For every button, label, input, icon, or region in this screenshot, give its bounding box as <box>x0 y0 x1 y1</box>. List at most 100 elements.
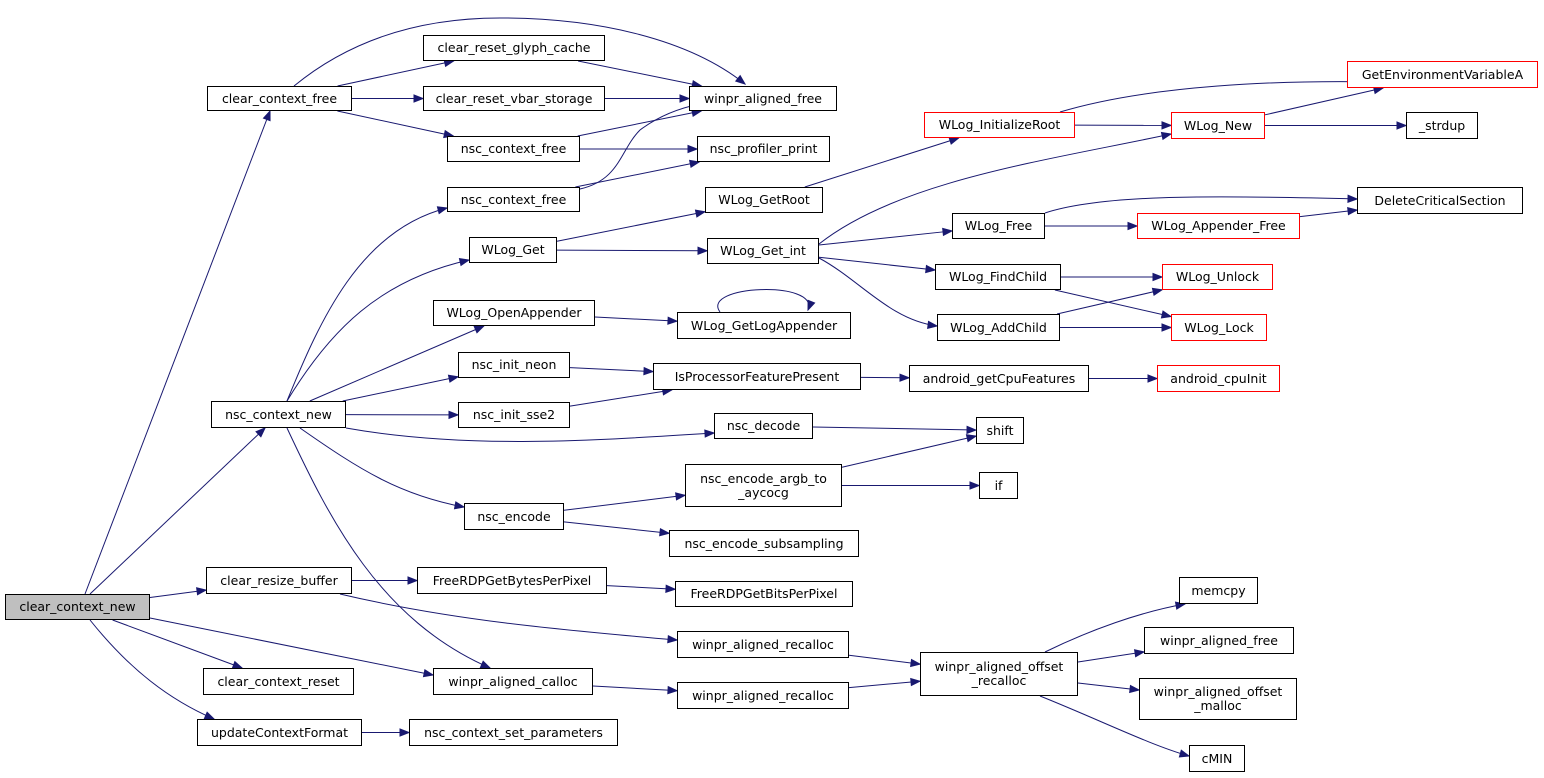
node-android-cpuinit[interactable]: android_cpuInit <box>1157 365 1280 392</box>
node-wlog-addchild[interactable]: WLog_AddChild <box>937 314 1060 341</box>
edge-arrowhead <box>473 325 486 334</box>
node-freerdpgetbytesperpixel[interactable]: FreeRDPGetBytesPerPixel <box>417 567 607 594</box>
node-shift[interactable]: shift <box>976 417 1024 444</box>
edge-arrowhead <box>436 206 449 215</box>
node-nsc-context-new[interactable]: nsc_context_new <box>211 401 346 428</box>
node-wlog-openappender[interactable]: WLog_OpenAppender <box>433 300 595 326</box>
edge-wlog-getroot-to-wlog-initializeroot <box>804 137 959 188</box>
edge-arrowhead <box>196 587 208 596</box>
edge-arrowhead <box>448 410 460 420</box>
edge-wlog-free-to-deletecriticalsection <box>1044 196 1358 214</box>
edge-arrowhead <box>925 264 937 274</box>
edge-nsc-encode-argb-to-aycocg-to-shift <box>841 435 977 468</box>
edge-arrowhead <box>1147 374 1159 383</box>
node-clear-context-reset[interactable]: clear_context_reset <box>203 668 354 695</box>
edge-nsc-context-free-b-to-nsc-profiler-print <box>575 161 700 188</box>
node-android-getcpufeatures[interactable]: android_getCpuFeatures <box>909 365 1089 392</box>
edge-wlog-get-int-to-wlog-new <box>818 133 1172 245</box>
node-nsc-context-free-a[interactable]: nsc_context_free <box>447 136 580 162</box>
node-clear-context-free[interactable]: clear_context_free <box>207 86 352 111</box>
edge-arrowhead <box>1161 323 1173 332</box>
edge-wlog-new-to-getenvironmentvariablea <box>1264 87 1384 116</box>
edge-arrowhead <box>1178 749 1191 758</box>
node-nsc-encode-subsampling[interactable]: nsc_encode_subsampling <box>669 530 859 557</box>
node-if[interactable]: if <box>979 472 1018 499</box>
edge-arrowhead <box>407 576 419 585</box>
node-nsc-encode[interactable]: nsc_encode <box>464 503 564 530</box>
node--strdup[interactable]: _strdup <box>1406 112 1478 139</box>
node-winpr-aligned-recalloc-a[interactable]: winpr_aligned_recalloc <box>677 631 849 658</box>
edge-wlog-get-int-to-wlog-findchild <box>818 256 936 271</box>
node-isprocessorfeaturepresent[interactable]: IsProcessorFeaturePresent <box>653 363 861 390</box>
node-nsc-encode-argb-to-aycocg[interactable]: nsc_encode_argb_to _aycocg <box>685 464 842 507</box>
edge-arrowhead <box>969 481 981 490</box>
node-winpr-aligned-offset-malloc[interactable]: winpr_aligned_offset _malloc <box>1139 678 1297 720</box>
edge-arrowhead <box>1160 310 1173 319</box>
node-wlog-get[interactable]: WLog_Get <box>469 237 557 263</box>
edge-arrowhead <box>942 227 954 237</box>
edge-nsc-init-sse2-to-isprocessorfeaturepresent <box>569 389 672 407</box>
node-winpr-aligned-recalloc-b[interactable]: winpr_aligned_recalloc <box>677 682 849 709</box>
node-freerdpgetbitsperpixel[interactable]: FreeRDPGetBitsPerPixel <box>675 581 853 607</box>
node-memcpy[interactable]: memcpy <box>1179 577 1258 604</box>
node-wlog-unlock[interactable]: WLog_Unlock <box>1162 264 1273 290</box>
node-winpr-aligned-free-b[interactable]: winpr_aligned_free <box>1144 627 1294 654</box>
node-clear-resize-buffer[interactable]: clear_resize_buffer <box>206 567 352 594</box>
edge-wlog-openappender-to-wlog-getlogappender <box>594 316 678 322</box>
edge-clear-context-free-to-nsc-context-free-a <box>337 110 454 137</box>
node-wlog-lock[interactable]: WLog_Lock <box>1171 314 1267 341</box>
node-wlog-initializeroot[interactable]: WLog_InitializeRoot <box>924 112 1075 138</box>
node-clear-context-new[interactable]: clear_context_new <box>5 594 150 620</box>
edge-arrowhead <box>667 685 679 695</box>
node-nsc-profiler-print[interactable]: nsc_profiler_print <box>697 136 830 162</box>
edge-winpr-aligned-offset-recalloc-to-winpr-aligned-free-b <box>1077 651 1145 663</box>
node-cmin[interactable]: cMIN <box>1189 745 1245 772</box>
edge-winpr-aligned-recalloc-b-to-winpr-aligned-offset-recalloc <box>848 680 921 689</box>
edge-arrowhead <box>1152 272 1164 282</box>
edge-arrowhead <box>807 299 816 312</box>
node-wlog-new[interactable]: WLog_New <box>1171 112 1265 139</box>
edge-nsc-context-new-to-wlog-openappender <box>309 325 485 402</box>
edge-arrowhead <box>413 94 425 103</box>
node-nsc-context-free-b[interactable]: nsc_context_free <box>447 187 580 212</box>
edge-arrowhead <box>479 660 492 669</box>
node-nsc-init-sse2[interactable]: nsc_init_sse2 <box>458 402 570 428</box>
node-winpr-aligned-free-a[interactable]: winpr_aligned_free <box>689 86 837 111</box>
node-getenvironmentvariablea[interactable]: GetEnvironmentVariableA <box>1347 61 1538 88</box>
node-clear-reset-glyph-cache[interactable]: clear_reset_glyph_cache <box>423 35 605 61</box>
edge-arrowhead <box>948 136 960 145</box>
node-deletecriticalsection[interactable]: DeleteCriticalSection <box>1357 187 1523 214</box>
node-wlog-getroot[interactable]: WLog_GetRoot <box>705 187 823 213</box>
edge-arrowhead <box>1161 121 1173 130</box>
node-winpr-aligned-offset-recalloc[interactable]: winpr_aligned_offset _recalloc <box>920 652 1078 696</box>
edge-wlog-get-to-wlog-getroot <box>556 211 706 242</box>
node-clear-reset-vbar-storage[interactable]: clear_reset_vbar_storage <box>423 86 605 111</box>
edge-arrowhead <box>1396 121 1408 130</box>
edge-arrowhead <box>1133 649 1146 658</box>
node-wlog-get-int[interactable]: WLog_Get_int <box>707 238 819 264</box>
node-wlog-findchild[interactable]: WLog_FindChild <box>935 264 1061 290</box>
node-nsc-init-neon[interactable]: nsc_init_neon <box>458 352 570 378</box>
edge-clear-reset-glyph-cache-to-winpr-aligned-free-a <box>577 60 702 87</box>
node-nsc-decode[interactable]: nsc_decode <box>714 413 813 439</box>
edge-nsc-context-new-to-nsc-encode <box>299 427 465 508</box>
node-wlog-appender-free[interactable]: WLog_Appender_Free <box>1137 213 1300 239</box>
edge-nsc-context-new-to-wlog-get <box>286 259 470 402</box>
edge-arrowhead <box>687 144 699 154</box>
node-winpr-aligned-calloc[interactable]: winpr_aligned_calloc <box>433 668 593 695</box>
edge-nsc-context-new-to-nsc-decode <box>345 427 715 442</box>
node-wlog-free[interactable]: WLog_Free <box>952 213 1045 239</box>
edge-arrowhead <box>1129 684 1141 694</box>
edge-nsc-decode-to-shift <box>812 426 977 431</box>
edge-arrowhead <box>910 677 922 687</box>
edge-winpr-aligned-calloc-to-winpr-aligned-recalloc-b <box>592 685 678 692</box>
edge-arrowhead <box>399 728 411 737</box>
edge-freerdpgetbytesperpixel-to-freerdpgetbitsperpixel <box>606 585 676 590</box>
edge-arrowhead <box>688 159 701 169</box>
node-updatecontextformat[interactable]: updateContextFormat <box>197 719 362 746</box>
node-wlog-getlogappender[interactable]: WLog_GetLogAppender <box>677 312 851 339</box>
edge-wlog-appender-free-to-deletecriticalsection <box>1299 209 1358 218</box>
node-nsc-context-set-parameters[interactable]: nsc_context_set_parameters <box>409 719 618 746</box>
edge-winpr-aligned-recalloc-a-to-winpr-aligned-offset-recalloc <box>848 654 921 665</box>
